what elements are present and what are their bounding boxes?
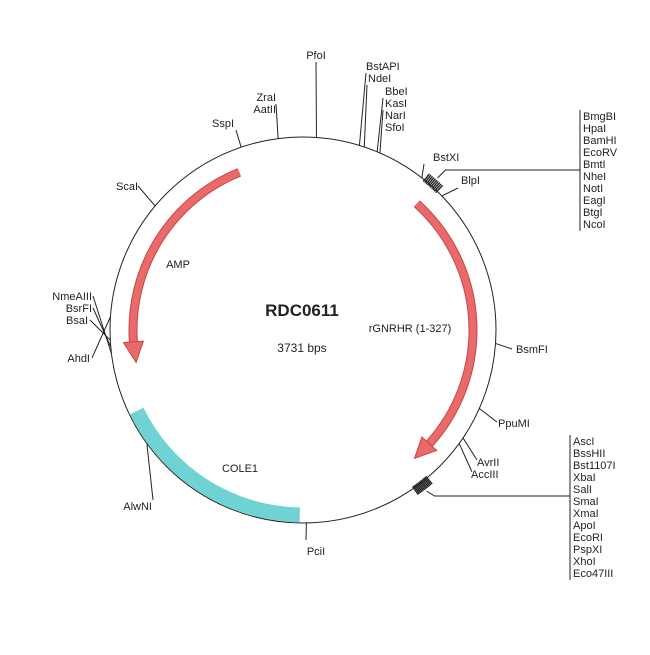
- site-label: ZraI: [256, 92, 276, 104]
- site-tick: [496, 343, 512, 349]
- site-label: NotI: [583, 183, 603, 195]
- site-label: Bst1107I: [573, 460, 616, 472]
- site-label: BsrFI: [66, 303, 92, 315]
- site-label: SmaI: [573, 496, 599, 508]
- site-label: BlpI: [461, 175, 480, 187]
- site-tick: [364, 85, 367, 147]
- site-tick: [138, 186, 155, 206]
- site-label: BstXI: [433, 152, 459, 164]
- plasmid-size: 3731 bps: [277, 341, 326, 355]
- site-label: SfoI: [385, 122, 405, 134]
- enzyme-cluster-top: BmgBIHpaIBamHIEcoRVBmtINheINotIEagIBtgIN…: [423, 110, 617, 231]
- site-tick: [93, 308, 111, 347]
- site-label: EcoRI: [573, 532, 603, 544]
- site-label: XmaI: [573, 508, 599, 520]
- site-label: PciI: [307, 546, 325, 558]
- site-label: NcoI: [583, 219, 606, 231]
- site-label: KasI: [385, 98, 407, 110]
- site-label: ApoI: [573, 520, 596, 532]
- site-label: Eco47III: [573, 568, 613, 580]
- site-label: HpaI: [583, 123, 606, 135]
- site-label: NmeAIII: [52, 291, 92, 303]
- site-label: EcoRV: [583, 147, 618, 159]
- site-label: PspXI: [573, 544, 602, 556]
- plasmid-name: RDC0611: [265, 301, 339, 320]
- site-label: SspI: [212, 118, 234, 130]
- site-label: PfoI: [306, 50, 326, 62]
- site-label: AlwNI: [123, 501, 152, 513]
- site-tick: [147, 443, 153, 500]
- site-tick: [459, 443, 472, 472]
- site-label: AscI: [573, 436, 594, 448]
- site-label: BmtI: [583, 159, 606, 171]
- cluster-leader: [438, 170, 580, 178]
- site-label: BssHII: [573, 448, 605, 460]
- cole1-feature: [137, 411, 300, 515]
- site-tick: [93, 296, 111, 354]
- site-tick: [422, 164, 424, 178]
- cluster-leader: [427, 491, 570, 496]
- amp-arrow: [133, 172, 239, 341]
- site-label: XhoI: [573, 556, 596, 568]
- feature-label-cole1: COLE1: [222, 463, 258, 475]
- site-tick: [442, 188, 458, 196]
- amp-arrow-head: [123, 341, 143, 362]
- site-label: AhdI: [67, 353, 90, 365]
- site-label: BsmFI: [516, 344, 548, 356]
- site-label: AatII: [253, 104, 276, 116]
- site-tick: [276, 104, 278, 139]
- site-label: AvrII: [477, 457, 499, 469]
- site-label: BsaI: [66, 315, 88, 327]
- site-label: NarI: [385, 110, 406, 122]
- site-label: PpuMI: [498, 418, 530, 430]
- site-label: ScaI: [116, 181, 138, 193]
- site-label: NheI: [583, 171, 606, 183]
- site-label: BmgBI: [583, 111, 616, 123]
- site-tick: [236, 130, 241, 147]
- site-label: BamHI: [583, 135, 617, 147]
- site-label: NdeI: [368, 73, 391, 85]
- site-label: SalI: [573, 484, 592, 496]
- site-tick: [479, 409, 497, 422]
- site-label: BstAPI: [366, 61, 400, 73]
- site-label: AccIII: [471, 469, 499, 481]
- enzyme-cluster-bottom: AscIBssHIIBst1107IXbaISalISmaIXmaIApoIEc…: [413, 435, 616, 580]
- feature-label-gnrhr: rGNRHR (1-327): [369, 323, 452, 335]
- site-label: EagI: [583, 195, 606, 207]
- site-label: BbeI: [385, 86, 408, 98]
- site-label: BtgI: [583, 207, 603, 219]
- feature-label-amp: AMP: [166, 259, 190, 271]
- site-label: XbaI: [573, 472, 596, 484]
